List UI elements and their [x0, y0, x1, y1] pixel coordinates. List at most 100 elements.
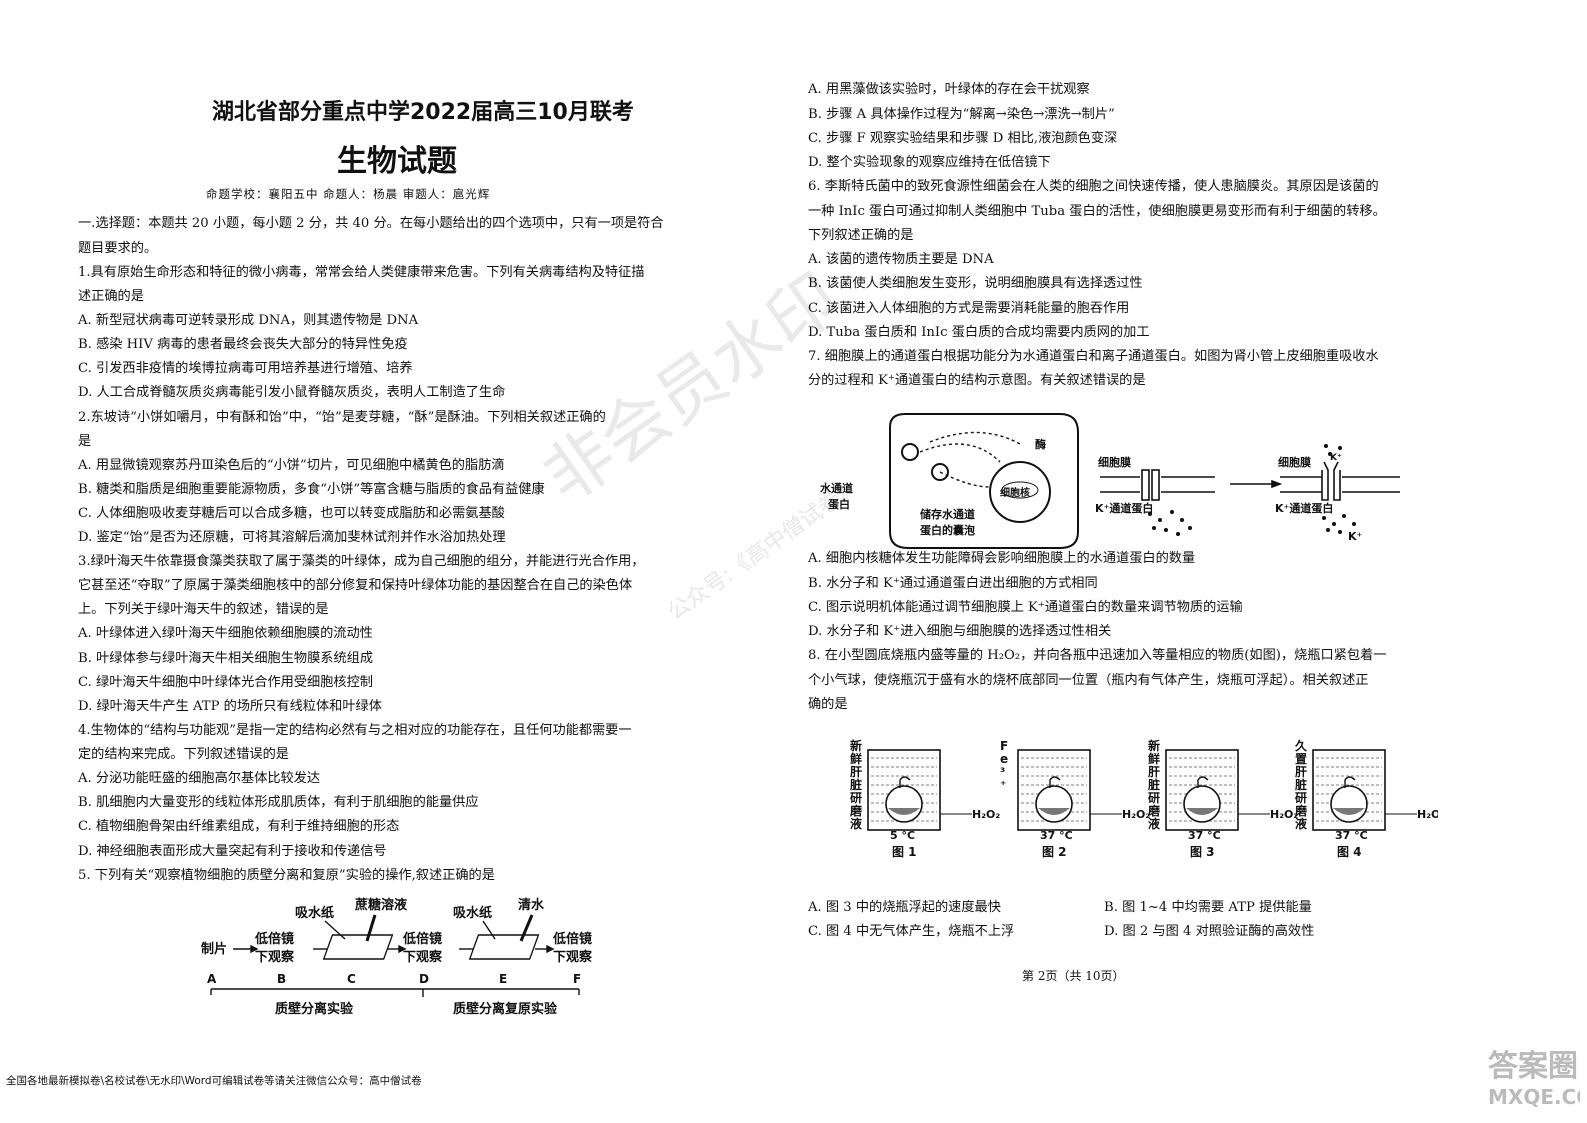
- fig5-letter: F: [573, 972, 581, 986]
- question-line: 上。下列关于绿叶海天牛的叙述，错误的是: [78, 602, 329, 617]
- fig8-h2o2: H₂O₂: [1270, 808, 1298, 821]
- fig8-temp: 37 °C: [1040, 829, 1073, 842]
- site-logo: 答案圈 MXQE.COM: [1488, 1049, 1580, 1109]
- fig5-label: 吸水纸: [295, 905, 334, 921]
- fig8-side-label: 磨: [1294, 803, 1307, 818]
- fig8-side-label: ⁺: [1000, 778, 1006, 792]
- figure-7-diagram: 酶 水通道 蛋白 储存水通道 蛋白的囊泡 细胞核 细胞膜 K⁺通道蛋白: [820, 413, 1215, 549]
- fig7-label: 细胞核: [1000, 486, 1030, 499]
- fig5-step: 低倍镜: [402, 931, 442, 947]
- fig5-letter: C: [347, 972, 356, 986]
- fig7-label: 细胞膜: [1278, 455, 1311, 469]
- fig8-h2o2: H₂O₂: [1122, 808, 1150, 821]
- question-line: B. 叶绿体参与绿叶海天牛相关细胞生物膜系统组成: [78, 651, 374, 666]
- fig8-temp: 37 °C: [1188, 829, 1221, 842]
- fig8-side-label: 新: [850, 738, 862, 753]
- question-line: 1.具有原始生命形态和特征的微小病毒，常常会给人类健康带来危害。下列有关病毒结构…: [78, 265, 645, 280]
- fig7-label: 细胞膜: [1098, 455, 1131, 469]
- figure-5-diagram: 制片 低倍镜 下观察 低倍镜 下观察 低倍镜 下观察 吸水纸 蔗糖溶液 吸水纸 …: [201, 897, 593, 1017]
- question-line: 5. 下列有关“观察植物细胞的质壁分离和复原”实验的操作,叙述正确的是: [78, 868, 495, 883]
- question-line: D. 鉴定“饴”是否为还原糖，可将其溶解后滴加斐林试剂并作水浴加热处理: [78, 530, 506, 545]
- fig8-side-label: F: [1000, 739, 1008, 753]
- fig7-label: K⁺: [1348, 530, 1363, 543]
- question-line: 它甚至还“夺取”了原属于藻类细胞核中的部分修复和保持叶绿体功能的基因整合在自己的…: [78, 578, 633, 593]
- fig8-side-label: 久: [1295, 738, 1308, 753]
- fig7-label: 酶: [1035, 437, 1046, 451]
- fig5-step: 低倍镜: [254, 931, 294, 947]
- section-instructions: 题目要求的。: [78, 241, 158, 256]
- question-line: C. 图示说明机体能通过调节细胞膜上 K⁺通道蛋白的数量来调节物质的运输: [808, 600, 1243, 615]
- fig8-side-label: 肝: [1148, 764, 1160, 779]
- q8-option-b: B. 图 1~4 中均需要 ATP 提供能量: [1104, 900, 1312, 915]
- fig8-side-label: e: [1000, 752, 1008, 766]
- fig8-temp: 37 °C: [1335, 829, 1368, 842]
- fig5-step: 下观察: [403, 949, 443, 965]
- fig5-label: 清水: [518, 897, 545, 913]
- question-line: D. 神经细胞表面形成大量突起有利于接收和传递信号: [78, 844, 387, 859]
- question-line: C. 该菌进入人体细胞的方式是需要消耗能量的胞吞作用: [808, 301, 1130, 316]
- question-line: 3.绿叶海天牛依靠摄食藻类获取了属于藻类的叶绿体，成为自己细胞的组分，并能进行光…: [78, 554, 645, 569]
- fig8-side-label: 脏: [1148, 777, 1160, 792]
- fig7-label: K⁺通道蛋白: [1095, 501, 1153, 515]
- fig8-side-label: 新: [1148, 738, 1160, 753]
- fig8-side-label: 液: [1148, 816, 1160, 831]
- fig8-caption: 图 3: [1190, 845, 1215, 859]
- question-line: B. 肌细胞内大量变形的线粒体形成肌质体，有利于肌细胞的能量供应: [78, 795, 479, 810]
- question-line: A. 该菌的遗传物质主要是 DNA: [808, 252, 994, 267]
- fig7-label: K⁺: [1330, 453, 1342, 463]
- question-line: A. 新型冠状病毒可逆转录形成 DNA，则其遗传物是 DNA: [78, 313, 419, 328]
- fig8-side-label: 鲜: [1148, 751, 1160, 766]
- fig8-side-label: 脏: [1295, 777, 1307, 792]
- fig8-side-label: 研: [850, 791, 862, 805]
- question-line: 一种 InIc 蛋白可通过抑制人类细胞中 Tuba 蛋白的活性，使细胞膜更易变形…: [808, 204, 1386, 219]
- question-line: C. 绿叶海天牛细胞中叶绿体光合作用受细胞核控制: [78, 675, 373, 690]
- fig8-h2o2: H₂O₂: [972, 808, 1000, 821]
- fig7-label: 蛋白的囊泡: [920, 523, 975, 537]
- fig8-side-label: 磨: [1147, 803, 1160, 818]
- fig8-caption: 图 2: [1042, 845, 1067, 859]
- fig5-label: 蔗糖溶液: [354, 897, 407, 913]
- logo-text: 答案圈: [1488, 1049, 1578, 1084]
- question-line: B. 水分子和 K⁺通过通道蛋白进出细胞的方式相同: [808, 576, 1098, 591]
- question-line: A. 叶绿体进入绿叶海天牛细胞依赖细胞膜的流动性: [78, 626, 373, 641]
- fig5-group-label: 质壁分离复原实验: [453, 1001, 558, 1017]
- fig8-side-label: 液: [1295, 816, 1307, 831]
- section-instructions: 一.选择题：本题共 20 小题，每小题 2 分，共 40 分。在每小题给出的四个…: [78, 216, 664, 231]
- subject-title: 生物试题: [337, 144, 457, 179]
- question-line: 2.东坡诗“小饼如嚼月，中有酥和饴”中，“饴”是麦芽糖，“酥”是酥油。下列相关叙…: [78, 410, 606, 425]
- question-line: B. 糖类和脂质是细胞重要能源物质，多食“小饼”等富含糖与脂质的食品有益健康: [78, 482, 545, 497]
- figure-7-right-diagram: 细胞膜 K⁺通道蛋白 K⁺ K⁺: [1230, 444, 1400, 543]
- question-line: B. 该菌使人类细胞发生变形，说明细胞膜具有选择透过性: [808, 276, 1143, 291]
- fig8-caption: 图 1: [892, 845, 917, 859]
- question-line: C. 人体细胞吸收麦芽糖后可以合成多糖，也可以转变成脂肪和必需氨基酸: [78, 506, 505, 521]
- fig8-side-label: 研: [1148, 791, 1160, 805]
- fig8-side-label: 脏: [850, 777, 862, 792]
- question-line: 确的是: [808, 697, 848, 712]
- question-line: 个小气球，使烧瓶沉于盛有水的烧杯底部同一位置（瓶内有气体产生，烧瓶可浮起）。相关…: [808, 673, 1369, 688]
- question-line: A. 细胞内核糖体发生功能障碍会影响细胞膜上的水通道蛋白的数量: [808, 551, 1196, 566]
- fig8-side-label: 肝: [850, 764, 862, 779]
- fig8-side-label: 鲜: [850, 751, 862, 766]
- question-line: C. 引发西非疫情的埃博拉病毒可用培养基进行增殖、培养: [78, 361, 413, 376]
- exam-title: 湖北省部分重点中学2022届高三10月联考: [212, 100, 634, 125]
- logo-domain: MXQE.COM: [1488, 1085, 1580, 1109]
- question-line: 是: [78, 434, 92, 449]
- fig7-label: K⁺通道蛋白: [1275, 501, 1333, 515]
- fig5-step: 下观察: [255, 949, 295, 965]
- page-number: 第 2页（共 10页）: [1022, 969, 1125, 983]
- question-line: D. 人工合成脊髓灰质炎病毒能引发小鼠脊髓灰质炎，表明人工制造了生命: [78, 385, 506, 400]
- fig5-group-label: 质壁分离实验: [275, 1001, 354, 1017]
- fig8-side-label: 研: [1295, 791, 1307, 805]
- question-line: A. 分泌功能旺盛的细胞高尔基体比较发达: [78, 771, 321, 786]
- fig5-step: 低倍镜: [552, 931, 592, 947]
- question-line: 定的结构来完成。下列叙述错误的是: [78, 747, 289, 762]
- question-line: D. Tuba 蛋白质和 InIc 蛋白质的合成均需要内质网的加工: [808, 325, 1150, 340]
- fig8-side-label: 置: [1295, 752, 1307, 766]
- question-line: C. 植物细胞骨架由纤维素组成，有利于维持细胞的形态: [78, 819, 400, 834]
- question-line: D. 水分子和 K⁺进入细胞与细胞膜的选择透过性相关: [808, 624, 1112, 639]
- question-line: D. 整个实验现象的观察应维持在低倍镜下: [808, 155, 1051, 170]
- q8-option-d: D. 图 2 与图 4 对照验证酶的高效性: [1104, 924, 1315, 939]
- exam-meta: 命题学校：襄阳五中 命题人：杨晨 审题人：扈光辉: [206, 187, 491, 201]
